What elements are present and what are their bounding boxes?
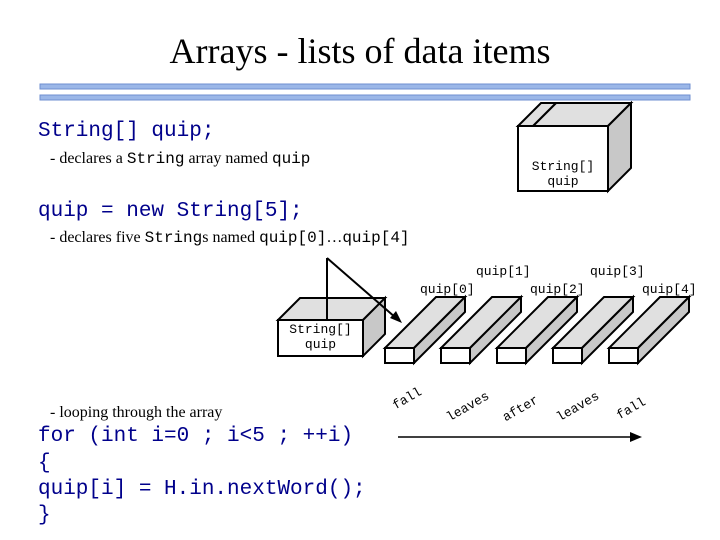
allocation-note: - declares five Strings named quip[0]…qu… [50, 229, 410, 247]
array-element-3 [550, 294, 636, 366]
array-element-0 [382, 294, 468, 366]
loop-code-line-1: for (int i=0 ; i<5 ; ++i) [38, 425, 354, 448]
allocation-note-type: String [144, 229, 203, 247]
array-elements [382, 294, 692, 366]
declaration-note-middle: array named [184, 150, 272, 167]
slide-title: Arrays - lists of data items [169, 31, 551, 71]
array-element-2 [494, 294, 580, 366]
loop-direction-arrow [398, 432, 642, 442]
reference-box-label: String[] quip [278, 322, 363, 352]
array-element-1 [438, 294, 524, 366]
allocation-note-first: quip[0] [259, 229, 327, 247]
quip-reference-box-top [515, 100, 634, 194]
declaration-note: - declares a String array named quip [50, 150, 310, 168]
allocation-code: quip = new String[5]; [38, 200, 303, 223]
title-rule-bottom [39, 94, 691, 101]
allocation-note-middle: s named [202, 229, 260, 246]
reference-box-label-name: quip [304, 337, 337, 352]
title-rule-top [39, 83, 691, 90]
element-label-3: quip[3] [590, 264, 645, 279]
top-box-label-name: quip [547, 174, 579, 189]
top-box-label-type: String[] [531, 159, 595, 174]
allocation-note-prefix: - declares five [50, 229, 145, 246]
element-label-0: quip[0] [420, 282, 475, 297]
declaration-note-prefix: - declares a [50, 150, 127, 167]
array-element-4 [606, 294, 692, 366]
quip-reference-box [275, 295, 388, 359]
loop-code-line-3: quip[i] = H.in.nextWord(); [38, 478, 366, 501]
loop-code-line-4: } [38, 504, 51, 527]
element-label-2: quip[2] [530, 282, 585, 297]
declaration-note-type: String [126, 150, 185, 168]
allocation-note-last: quip[4] [342, 229, 410, 247]
reference-box-label-type: String[] [289, 322, 352, 337]
element-label-4: quip[4] [642, 282, 697, 297]
element-label-1: quip[1] [476, 264, 531, 279]
loop-note: - looping through the array [50, 404, 223, 421]
declaration-code: String[] quip; [38, 120, 215, 143]
loop-code-line-2: { [38, 452, 51, 475]
reference-pointer-arrow [326, 257, 402, 323]
allocation-note-dots: … [326, 229, 343, 246]
declaration-note-name: quip [271, 150, 311, 168]
top-box-label: String[] quip [518, 159, 608, 189]
